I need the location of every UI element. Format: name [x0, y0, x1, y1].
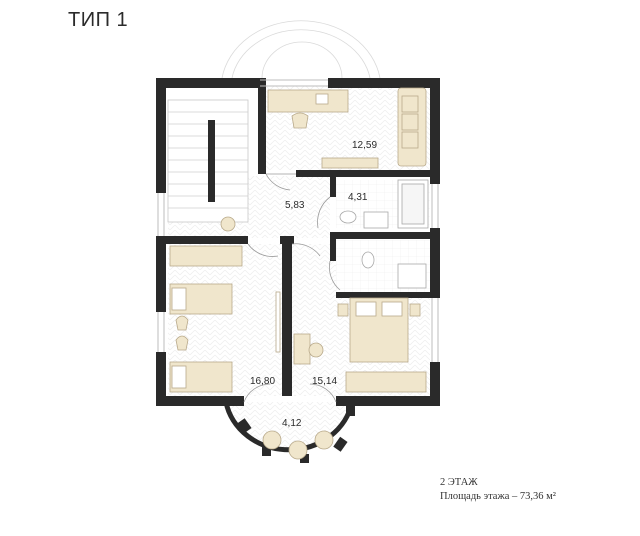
desk — [267, 89, 349, 113]
sink — [363, 211, 389, 229]
windows — [157, 79, 439, 362]
toilet-icon — [361, 251, 375, 269]
doors — [243, 173, 341, 403]
chair — [175, 315, 189, 331]
roof-outline — [221, 20, 381, 79]
desk — [293, 333, 311, 365]
bedroom-furniture — [293, 297, 427, 393]
nightstand — [337, 303, 349, 317]
hall-furniture — [220, 216, 236, 232]
bay-furniture — [262, 430, 334, 460]
walls — [156, 78, 440, 453]
plan-title: ТИП 1 — [68, 9, 129, 31]
armchair — [262, 430, 282, 450]
mirror — [275, 291, 281, 353]
room-area-bay: 4,12 — [282, 418, 302, 429]
staircase — [167, 99, 249, 223]
bathroom-fixtures — [339, 179, 429, 229]
room-area-hall: 5,83 — [285, 200, 305, 211]
room-area-bedroom: 15,14 — [312, 376, 337, 387]
floor-label: 2 ЭТАЖ — [440, 477, 478, 488]
bay-windows — [237, 404, 355, 463]
office-furniture — [267, 87, 427, 169]
shelf — [321, 157, 379, 169]
plan-caption: 2 ЭТАЖ Площадь этажа – 73,36 м² — [440, 476, 556, 504]
small-bath-fixtures — [361, 251, 427, 289]
wardrobe — [169, 245, 243, 267]
room-area-bathroom: 4,31 — [348, 192, 368, 203]
office-chair — [291, 112, 309, 129]
floor-area: Площадь этажа – 73,36 м² — [440, 491, 556, 502]
kids-furniture — [169, 245, 281, 393]
sink — [397, 263, 427, 289]
plant-icon — [220, 216, 236, 232]
toilet-icon — [339, 210, 357, 224]
wardrobe — [345, 371, 427, 393]
room-area-office: 12,59 — [352, 140, 377, 151]
room-area-kids: 16,80 — [250, 376, 275, 387]
